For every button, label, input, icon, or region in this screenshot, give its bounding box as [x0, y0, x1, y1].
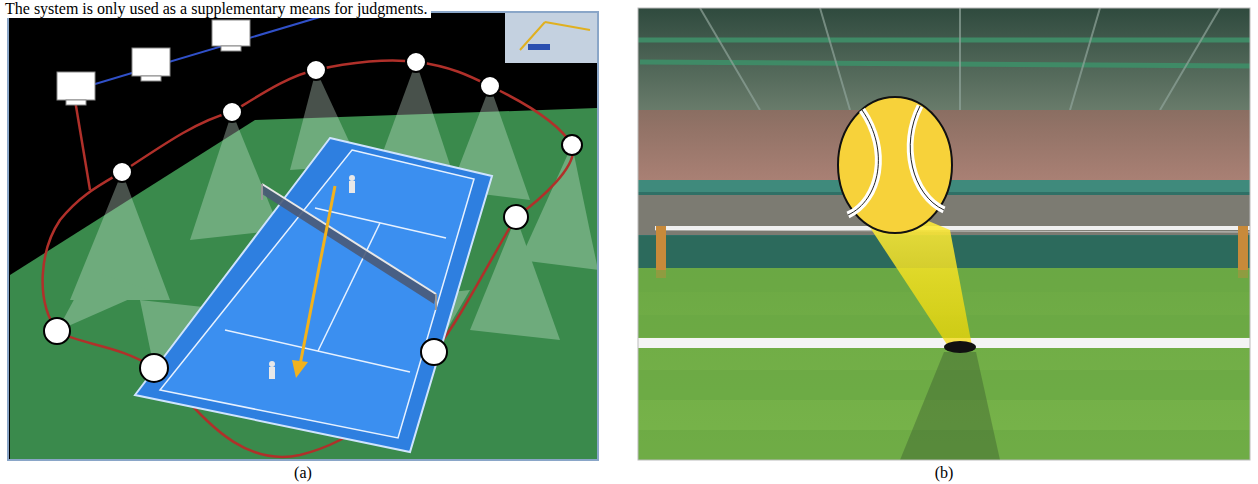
camera-system-panel	[8, 12, 598, 460]
ball-tracking-render	[638, 8, 1250, 460]
caption-note: The system is only used as a supplementa…	[2, 0, 431, 18]
panel-label: (b)	[935, 464, 954, 482]
panel-label: (a)	[294, 464, 312, 482]
